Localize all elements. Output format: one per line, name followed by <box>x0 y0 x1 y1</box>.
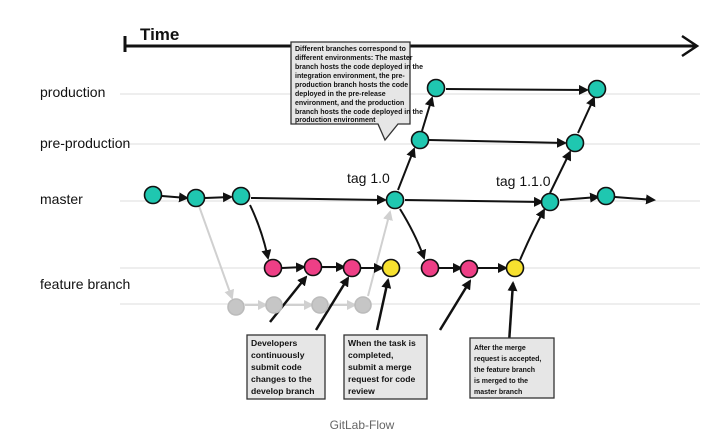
pre-production-commit <box>410 130 430 150</box>
time-axis: Time <box>123 25 700 58</box>
lane-label-production: production <box>40 84 105 100</box>
commit-nodes <box>143 78 616 316</box>
note-after-merge-text: After the merge request is accepted, the… <box>474 345 543 396</box>
note-after-merge: After the merge request is accepted, the… <box>469 337 555 399</box>
develop-commit <box>227 298 245 316</box>
feature-commit <box>342 258 362 278</box>
lane-label-master: master <box>40 191 83 207</box>
pre-production-commit <box>565 133 585 153</box>
time-label: Time <box>140 25 179 44</box>
master-commit <box>143 185 163 205</box>
develop-edges <box>198 205 393 310</box>
note-developers-text: Developers continuously submit code chan… <box>251 338 315 396</box>
environment-edges <box>397 84 596 194</box>
feature-commit <box>420 258 440 278</box>
note-developers: Developers continuously submit code chan… <box>246 334 326 400</box>
merge-request-commit <box>505 258 525 278</box>
feature-commit <box>459 259 479 279</box>
merge-request-commit <box>381 258 401 278</box>
feature-commit <box>263 258 283 278</box>
production-commit <box>587 79 607 99</box>
production-commit <box>426 78 446 98</box>
note-pointers <box>269 275 518 344</box>
master-commit <box>385 190 405 210</box>
note-merge-request-text: When the task is completed, submit a mer… <box>348 338 418 396</box>
master-commit <box>186 188 206 208</box>
note-merge-request: When the task is completed, submit a mer… <box>343 334 428 400</box>
master-edges <box>161 192 656 207</box>
lane-label-feature-branch: feature branch <box>40 276 130 292</box>
develop-commit <box>311 296 329 314</box>
tag-1-1-0: tag 1.1.0 <box>496 173 551 189</box>
master-commit <box>596 186 616 206</box>
feature-edges <box>249 204 545 273</box>
develop-commit <box>265 296 283 314</box>
develop-commit <box>354 296 372 314</box>
note-environments: Different branches correspond to differe… <box>290 41 425 142</box>
feature-commit <box>303 257 323 277</box>
figure-caption: GitLab-Flow <box>329 418 395 432</box>
tag-1-0: tag 1.0 <box>347 170 390 186</box>
note-environments-text: Different branches correspond to differe… <box>295 46 425 124</box>
master-commit <box>540 192 560 212</box>
master-commit <box>231 186 251 206</box>
lane-label-pre-production: pre-production <box>40 135 130 151</box>
